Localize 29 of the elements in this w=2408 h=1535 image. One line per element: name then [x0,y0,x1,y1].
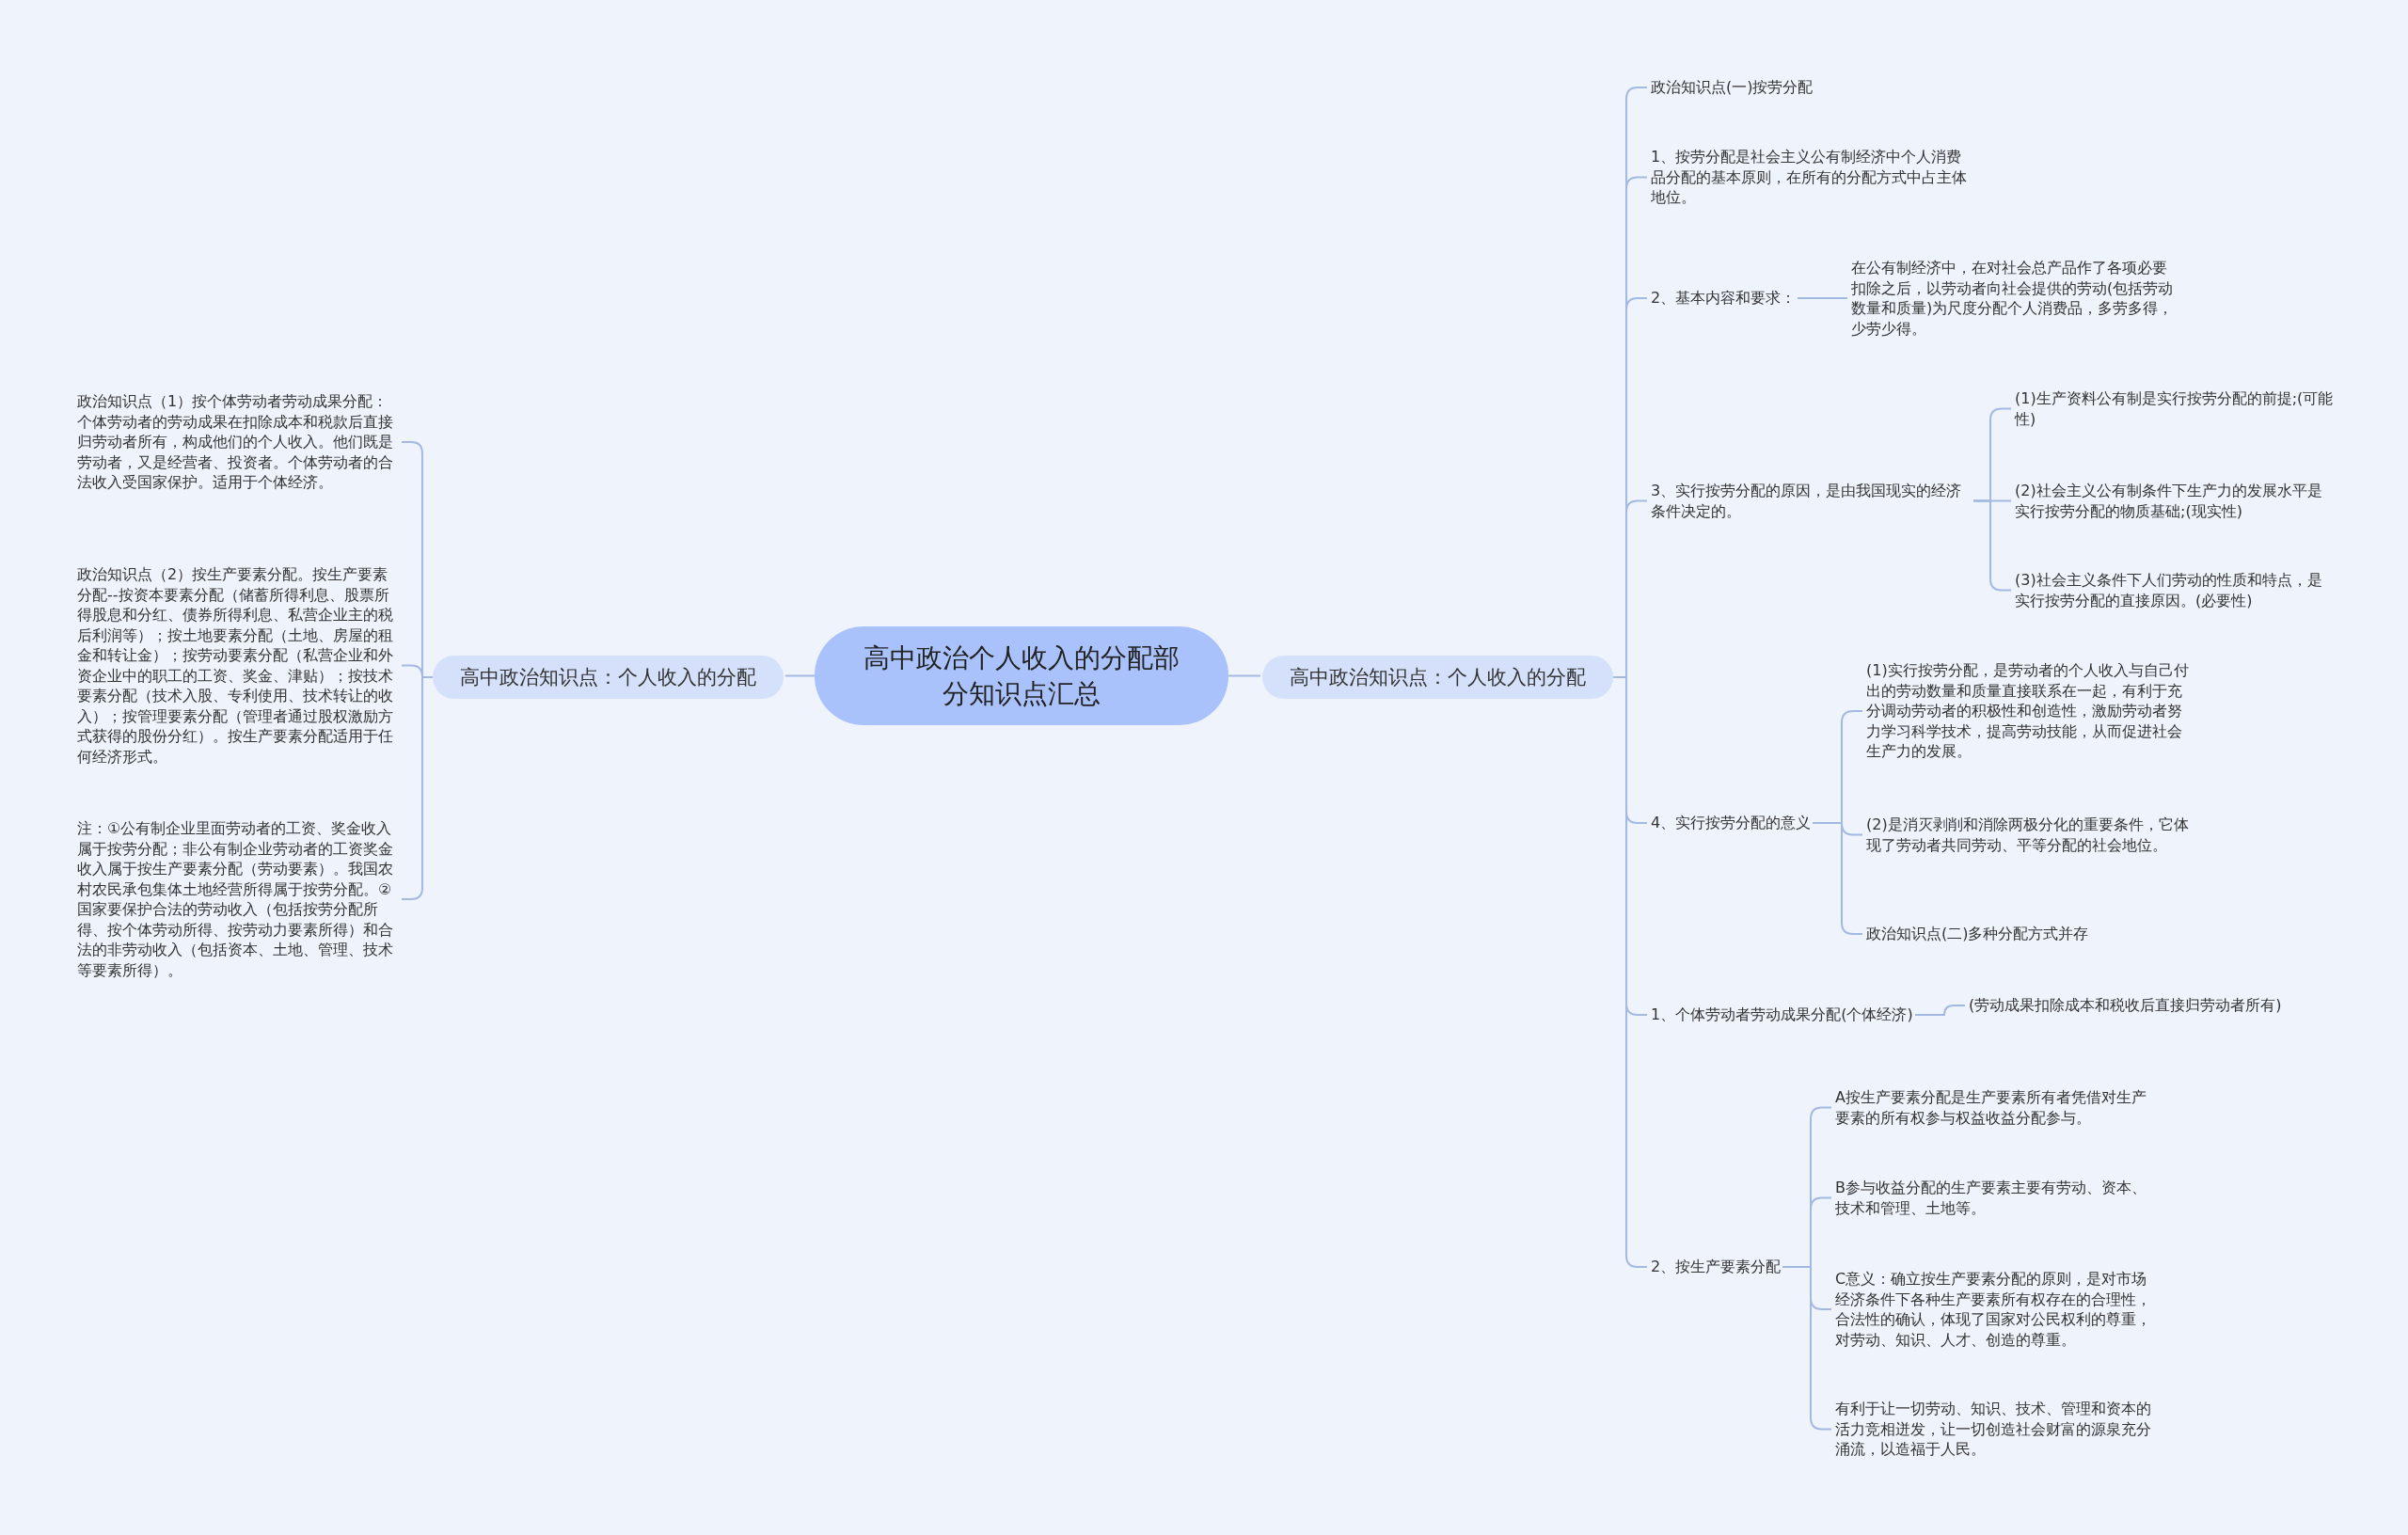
topic-text: 1、按劳分配是社会主义公有制经济中个人消费品分配的基本原则，在所有的分配方式中占主体地位。 [1649,147,1978,208]
topic-text: A按生产要素分配是生产要素所有者凭借对生产要素的所有权参与权益收益分配参与。 [1833,1087,2158,1128]
branch-topic: 高中政治知识点：个人收入的分配 [433,656,784,699]
topic-text: 注：①公有制企业里面劳动者的工资、奖金收入属于按劳分配；非公有制企业劳动者的工资奖金收入属于按生产要素分配（劳动要素）。我国农村农民承包集体土地经营所得属于按劳分配。②国家要保护合法的劳动收入（包括按劳分配所得、按个体劳动所得、按劳动力要素所得）和合法的非劳动收入（包括资本、土地、管理、技术等要素所得）。 [75,818,400,980]
topic-text: 4、实行按劳分配的意义 [1649,813,1814,833]
topic-text: (劳动成果扣除成本和税收后直接归劳动者所有) [1967,995,2291,1016]
connector-line [1797,297,1848,299]
topic-text: (2)社会主义公有制条件下生产力的发展水平是实行按劳分配的物质基础;(现实性) [2013,481,2337,521]
topic-text: 2、按生产要素分配 [1649,1257,1783,1277]
topic-text: B参与收益分配的生产要素主要有劳动、资本、技术和管理、土地等。 [1833,1178,2158,1218]
topic-text: 有利于让一切劳动、知识、技术、管理和资本的活力竞相迸发，让一切创造社会财富的源泉充分涌流，以造福于人民。 [1833,1399,2158,1460]
topic-text: 政治知识点(一)按劳分配 [1649,77,1815,98]
topic-text: (1)实行按劳分配，是劳动者的个人收入与自己付出的劳动数量和质量直接联系在一起，有利于充分调动劳动者的积极性和创造性，激励劳动者努力学习科学技术，提高劳动技能，从而促进社会生产力的发展。 [1864,660,2194,762]
central-topic: 高中政治个人收入的分配部分知识点汇总 [815,626,1228,725]
topic-text: 3、实行按劳分配的原因，是由我国现实的经济条件决定的。 [1649,481,1973,521]
topic-text: 2、基本内容和要求： [1649,288,1798,309]
connector-line [1228,674,1261,677]
connector-line [784,674,816,677]
branch-topic: 高中政治知识点：个人收入的分配 [1262,656,1613,699]
topic-text: (3)社会主义条件下人们劳动的性质和特点，是实行按劳分配的直接原因。(必要性) [2013,570,2337,610]
topic-text: 在公有制经济中，在对社会总产品作了各项必要扣除之后，以劳动者向社会提供的劳动(包括劳动数量和质量)为尺度分配个人消费品，多劳多得，少劳少得。 [1849,258,2178,339]
topic-text: (2)是消灭剥削和消除两极分化的重要条件，它体现了劳动者共同劳动、平等分配的社会地位。 [1864,815,2194,855]
connector-line [1914,1005,1966,1016]
topic-text: 政治知识点(二)多种分配方式并存 [1864,924,2091,944]
topic-text: 政治知识点（2）按生产要素分配。按生产要素分配--按资本要素分配（储蓄所得利息、股票所得股息和分红、债券所得利息、私营企业主的税后利润等）；按土地要素分配（土地、房屋的租金和转让金）；按劳动要素分配（私营企业和外资企业中的职工的工资、奖金、津贴）；按技术要素分配（技术入股、专利使用、技术转让的收入）；按管理要素分配（管理者通过股权激励方式获得的股份分红）。按生产要素分配适用于任何经济形式。 [75,564,400,767]
topic-text: C意义：确立按生产要素分配的原则，是对市场经济条件下各种生产要素所有权存在的合理性，合法性的确认，体现了国家对公民权利的尊重，对劳动、知识、人才、创造的尊重。 [1833,1269,2158,1350]
topic-text: 政治知识点（1）按个体劳动者劳动成果分配：个体劳动者的劳动成果在扣除成本和税款后直接归劳动者所有，构成他们的个人收入。他们既是劳动者，又是经营者、投资者。个体劳动者的合法收入受国家保护。适用于个体经济。 [75,391,400,493]
topic-text: (1)生产资料公有制是实行按劳分配的前提;(可能性) [2013,388,2337,429]
topic-text: 1、个体劳动者劳动成果分配(个体经济) [1649,1005,1915,1025]
